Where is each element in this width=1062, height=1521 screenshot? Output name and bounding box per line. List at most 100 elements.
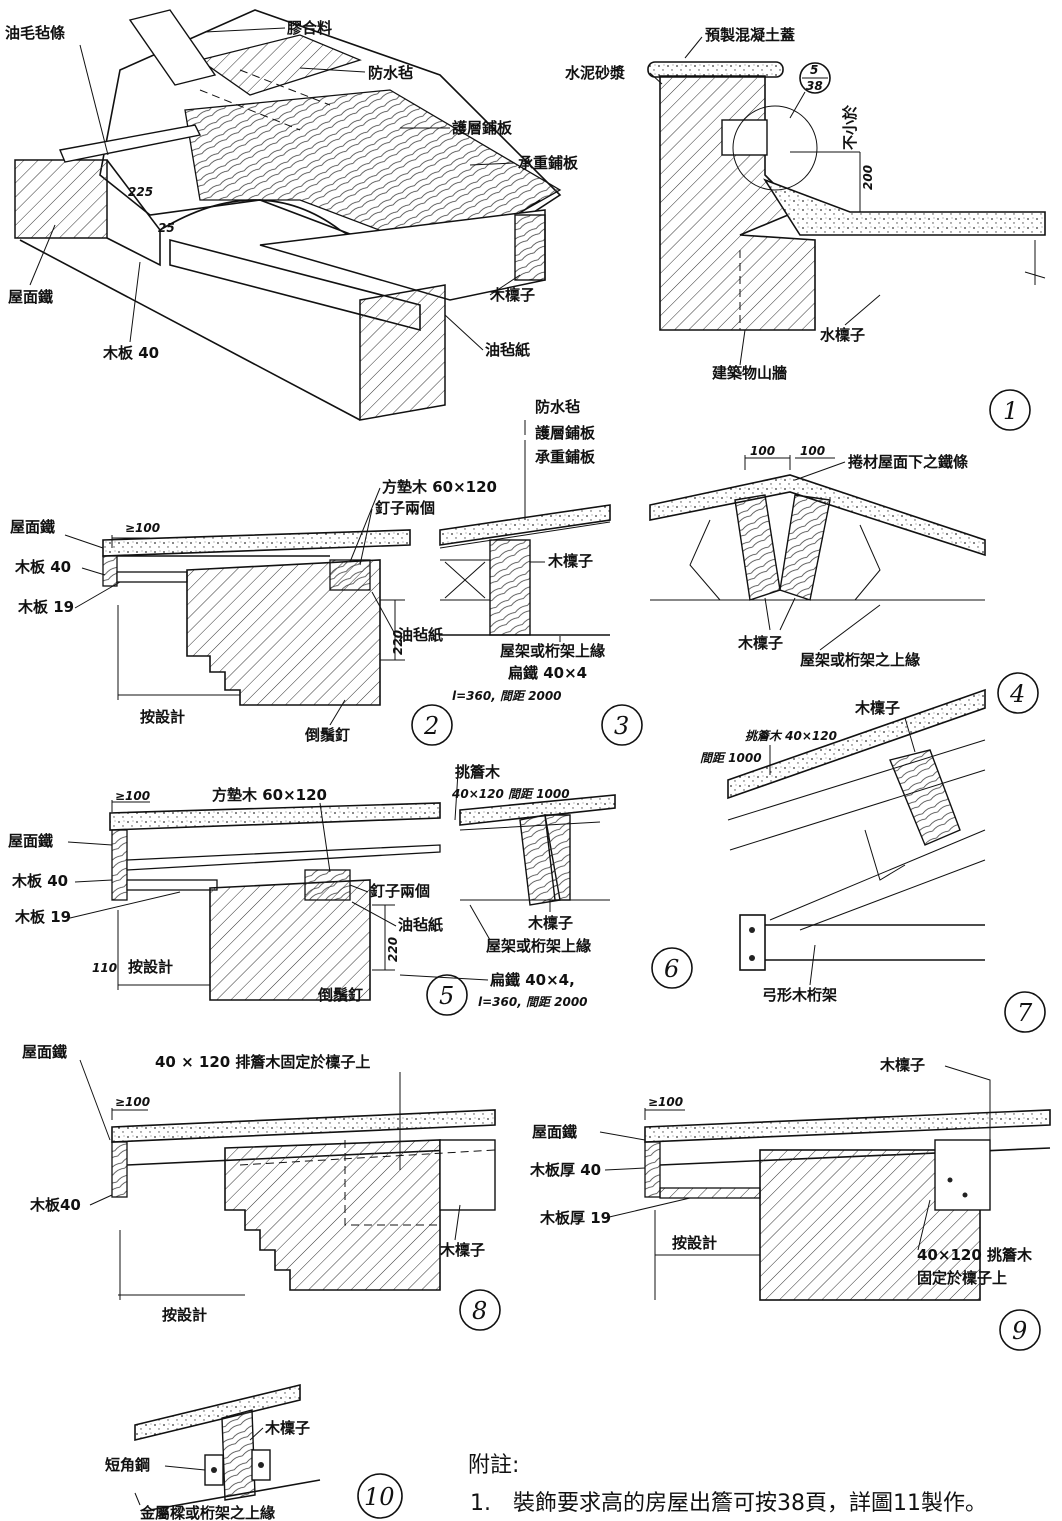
- label-board-19: 木板 19: [14, 908, 71, 926]
- label-bearing-block: 方墊木 60×120: [212, 786, 327, 804]
- label-board-40: 木板厚 40: [529, 1161, 601, 1179]
- svg-text:5: 5: [439, 982, 454, 1010]
- figure-number-10: 10: [357, 1473, 403, 1519]
- figure-1-gable-section: 預製混凝土蓋 水泥砂漿 5 38 不小於 200 水檁子 建築物山牆 1: [565, 26, 1046, 431]
- label-by-design: 按設計: [672, 1234, 717, 1252]
- svg-text:8: 8: [472, 1297, 487, 1325]
- label-purlin: 木檁子: [439, 1241, 485, 1259]
- label-cement-mortar: 水泥砂漿: [565, 64, 625, 82]
- figure-5: ≥100 220 110 屋面鐵 木板 40 木板 19 方墊木 60×120 …: [8, 786, 588, 1016]
- svg-text:2: 2: [423, 712, 439, 740]
- label-by-design: 按設計: [162, 1306, 207, 1324]
- dim-100-left: 100: [750, 444, 775, 458]
- svg-text:5: 5: [810, 63, 818, 77]
- label-purlin: 木檁子: [489, 286, 535, 304]
- label-roof-iron: 屋面鐵: [10, 518, 55, 536]
- label-outrigger-spec: 40×120 間距 1000: [451, 787, 570, 801]
- figure-9: ≥100 木檁子 屋面鐵 木板厚 40 木板厚 19 按設計 40×120 挑簷…: [529, 1056, 1051, 1351]
- svg-text:10: 10: [364, 1483, 395, 1511]
- label-purlin: 木檁子: [879, 1056, 925, 1074]
- figure-8: ≥100 屋面鐵 40 × 120 排簷木固定於檁子上 木板40 木檁子 按設計…: [22, 1043, 501, 1331]
- label-roll-roof-iron-strip: 捲材屋面下之鐵條: [848, 453, 969, 471]
- label-flat-iron-spacing: l=360, 間距 2000: [478, 995, 588, 1009]
- figure-number-9: 9: [999, 1309, 1041, 1351]
- label-board-19: 木板 19: [17, 598, 74, 616]
- label-flat-iron-spacing: l=360, 間距 2000: [452, 689, 562, 703]
- label-outrigger-fixed: 40 × 120 排簷木固定於檁子上: [155, 1053, 370, 1071]
- svg-text:4: 4: [1009, 680, 1025, 708]
- dim-gte100: ≥100: [115, 789, 150, 803]
- label-outrigger-spec: 40×120 挑簷木: [917, 1246, 1033, 1264]
- figure-4: 100 100 捲材屋面下之鐵條 木檁子 屋架或桁架之上緣 4: [649, 444, 1039, 714]
- label-roof-iron: 屋面鐵: [532, 1123, 577, 1141]
- dim-100-right: 100: [800, 444, 825, 458]
- label-roof-iron: 屋面鐵: [8, 832, 53, 850]
- label-protective-board: 護層鋪板: [535, 424, 596, 442]
- label-binder: 膠合料: [287, 19, 332, 37]
- figure-number-7: 7: [1004, 991, 1046, 1033]
- label-spacing-1000: 間距 1000: [700, 751, 762, 765]
- label-truss-top: 屋架或桁架之上緣: [800, 651, 921, 669]
- label-by-design: 按設計: [128, 958, 173, 976]
- dim-220: 220: [386, 937, 400, 962]
- figure-number-8: 8: [459, 1289, 501, 1331]
- label-purlin: 木檁子: [527, 914, 573, 932]
- label-roof-iron: 屋面鐵: [8, 288, 53, 306]
- notes: 附註: 1. 裝飾要求高的房屋出簷可按38頁，詳圖11製作。: [468, 1453, 987, 1516]
- dim-220: 220: [391, 630, 405, 655]
- svg-text:38: 38: [806, 79, 823, 93]
- label-short-angle: 短角鋼: [105, 1456, 150, 1474]
- label-purlin: 木檁子: [264, 1419, 310, 1437]
- detail-ref-5-38: 5 38: [789, 62, 831, 119]
- label-tar-paper: 油毡紙: [398, 626, 443, 644]
- note-item-1: 1. 裝飾要求高的房屋出簷可按38頁，詳圖11製作。: [470, 1491, 987, 1516]
- label-outrigger: 挑簷木: [455, 763, 501, 781]
- dim-25: 25: [158, 221, 175, 235]
- label-outrigger: 挑簷木 40×120: [745, 729, 837, 743]
- label-outrigger-fixed: 固定於檁子上: [917, 1269, 1007, 1287]
- label-bearing-board: 承重鋪板: [518, 154, 579, 172]
- label-protective-board: 護層鋪板: [452, 119, 513, 137]
- label-precast-cap: 預製混凝土蓋: [705, 26, 795, 44]
- label-roof-iron: 屋面鐵: [22, 1043, 67, 1061]
- note-heading: 附註:: [468, 1453, 519, 1478]
- label-gable-wall: 建築物山牆: [712, 364, 787, 382]
- svg-text:3: 3: [614, 712, 629, 740]
- label-metal-beam: 金屬樑或桁架之上緣: [139, 1504, 276, 1521]
- label-flat-iron: 扁鐵 40×4,: [490, 971, 575, 989]
- dim-110: 110: [92, 961, 117, 975]
- label-two-nails: 釘子兩個: [370, 882, 430, 900]
- svg-text:9: 9: [1012, 1317, 1027, 1345]
- label-barbed-nail: 倒鬚釘: [304, 726, 350, 744]
- label-waterproof-felt: 防水毡: [535, 398, 580, 416]
- figure-number-2: 2: [411, 704, 453, 746]
- label-two-nails: 釘子兩個: [375, 499, 435, 517]
- figure-1-isometric: 225 25 油毛毡條 膠合料 防水毡 護層鋪板 承重鋪板 屋面鐵 木板 40 …: [5, 9, 579, 421]
- label-board-40: 木板 40: [14, 558, 71, 576]
- label-felt-strip: 油毛毡條: [5, 24, 66, 42]
- figure-7: 木檁子 挑簷木 40×120 間距 1000 弓形木桁架 7: [700, 688, 1046, 1033]
- label-tar-paper: 油毡紙: [398, 916, 443, 934]
- label-flat-iron: 扁鐵 40×4: [508, 664, 587, 682]
- label-purlin: 木檁子: [737, 634, 783, 652]
- dim-gte100: ≥100: [125, 521, 160, 535]
- figure-number-1: 1: [989, 389, 1031, 431]
- dim-225: 225: [128, 185, 153, 199]
- label-by-design: 按設計: [140, 708, 185, 726]
- label-board-40: 木板40: [29, 1196, 81, 1214]
- figure-number-4: 4: [997, 672, 1039, 714]
- figure-number-3: 3: [601, 704, 643, 746]
- figure-10: 木檁子 短角鋼 金屬樑或桁架之上緣 10: [105, 1383, 403, 1521]
- label-purlin: 木檁子: [547, 552, 593, 570]
- label-truss-top: 屋架或桁架上緣: [486, 937, 592, 955]
- dim-gte100: ≥100: [648, 1095, 683, 1109]
- label-not-less-than: 不小於: [841, 104, 859, 150]
- label-bearing-board: 承重鋪板: [535, 448, 596, 466]
- svg-text:7: 7: [1017, 999, 1033, 1027]
- label-truss-top: 屋架或桁架上緣: [500, 642, 606, 660]
- label-board-19: 木板厚 19: [539, 1209, 611, 1227]
- figure-6: 挑簷木 40×120 間距 1000 木檁子 屋架或桁架上緣 6: [451, 763, 693, 989]
- label-bow-truss: 弓形木桁架: [762, 986, 837, 1004]
- label-bearing-block: 方墊木 60×120: [382, 478, 497, 496]
